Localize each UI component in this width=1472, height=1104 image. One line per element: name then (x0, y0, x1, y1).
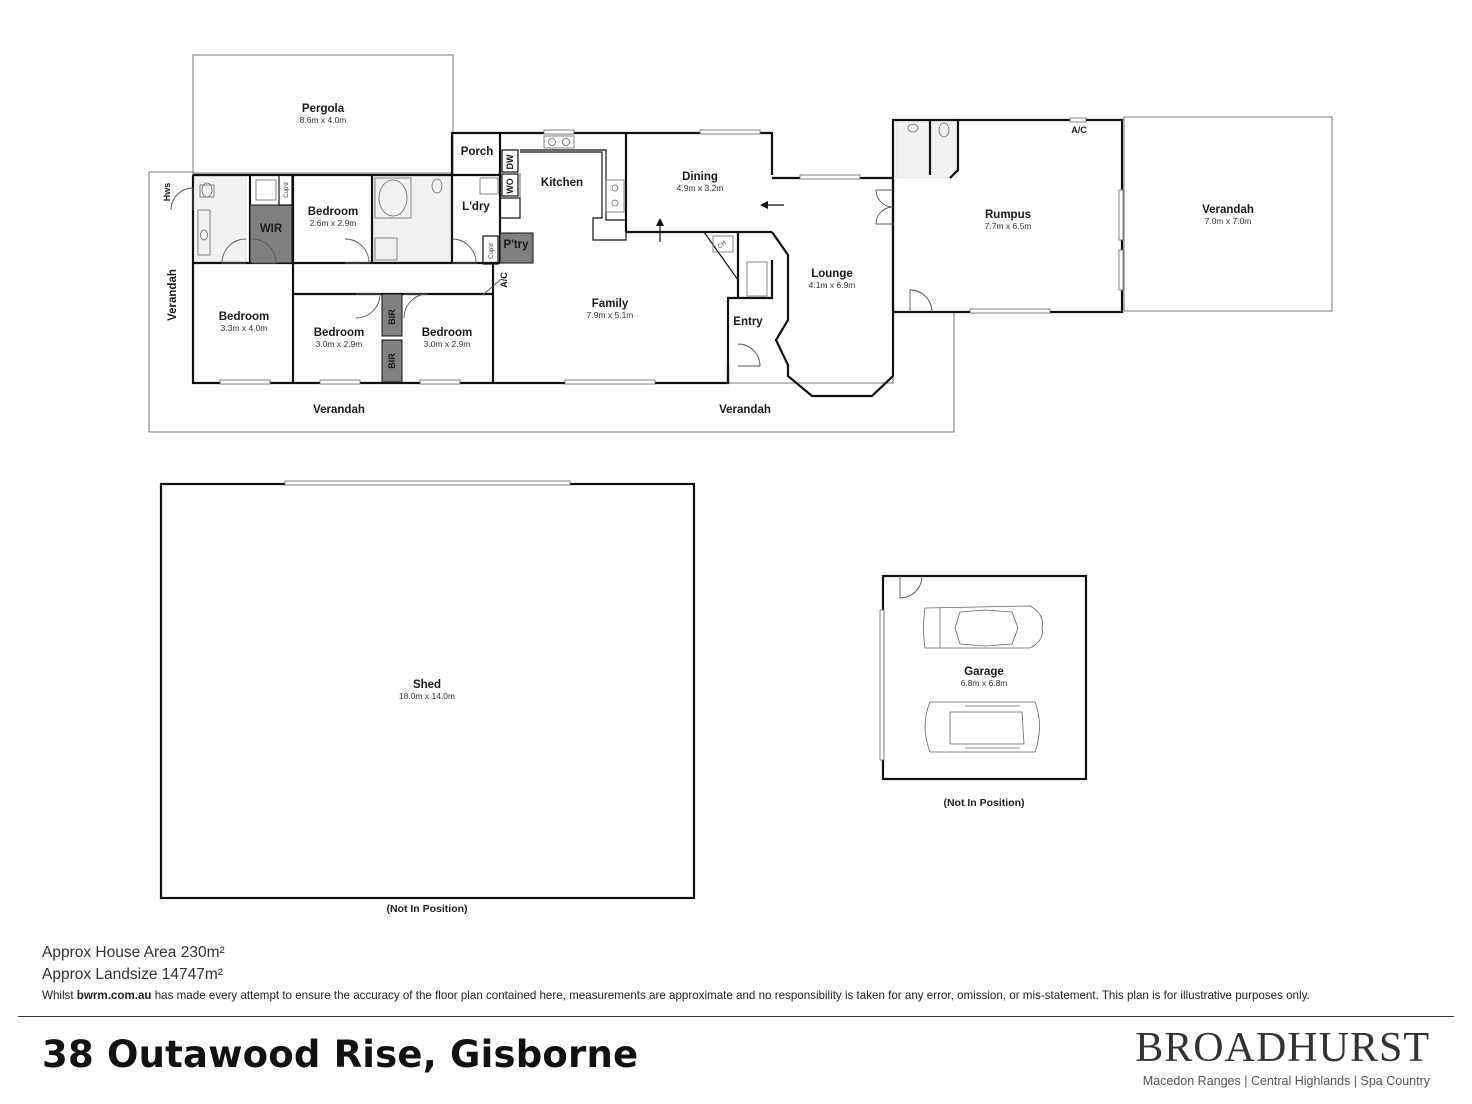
room-shed-dims: 18.0m x 14.0m (399, 691, 455, 701)
floor-plan: Pergola 8.6m x 4.0m Porch Kitchen Dining… (148, 54, 1333, 915)
room-entry-name: Entry (733, 316, 763, 328)
house-area: Approx House Area 230m² (42, 944, 225, 961)
room-pergola-name: Pergola (302, 103, 345, 115)
label-ac-2: A/C (1071, 125, 1087, 135)
brand-logo: BROADHURST Macedon Ranges | Central High… (1135, 1024, 1430, 1088)
room-bedroom-top-dims: 2.6m x 2.9m (310, 218, 357, 228)
room-bedroom-top-name: Bedroom (308, 206, 358, 218)
disclaimer-prefix: Whilst (42, 989, 77, 1002)
label-wo: WO (505, 178, 515, 194)
brand-name: BROADHURST (1135, 1025, 1430, 1071)
room-lounge-dims: 4.1m x 6.9m (809, 280, 856, 290)
garage-window (879, 609, 885, 761)
fixtures (197, 122, 950, 297)
room-labels: Pergola 8.6m x 4.0m Porch Kitchen Dining… (167, 103, 1254, 915)
shed-not-in-position: (Not In Position) (386, 903, 467, 915)
room-dining-name: Dining (682, 171, 718, 183)
room-rumpus-dims: 7.7m x 6.5m (985, 221, 1032, 231)
room-porch-name: Porch (461, 146, 494, 158)
room-dining-dims: 4.9m x 3.2m (677, 183, 724, 193)
room-bedroom-mid1-dims: 3.0m x 2.9m (316, 339, 363, 349)
label-dw: DW (505, 154, 515, 169)
label-cupd-2: Cup'd (489, 243, 495, 259)
room-family-dims: 7.9m x 5.1m (587, 310, 634, 320)
room-kitchen-name: Kitchen (541, 177, 583, 189)
room-rumpus-name: Rumpus (985, 209, 1031, 221)
room-verandah-bottom1-name: Verandah (313, 404, 365, 416)
room-laundry-name: L'dry (462, 201, 490, 213)
footer-divider (18, 1016, 1454, 1017)
pergola-outline (192, 54, 454, 174)
room-bedroom-left-dims: 3.3m x 4.0m (221, 323, 268, 333)
label-hws: Hws (162, 183, 172, 202)
label-ch: CH (717, 240, 727, 250)
joinery (249, 149, 627, 383)
room-pergola-dims: 8.6m x 4.0m (300, 115, 347, 125)
room-bedroom-left-name: Bedroom (219, 311, 269, 323)
step-arrows (656, 201, 784, 242)
room-family-name: Family (592, 298, 629, 310)
room-garage-dims: 6.8m x 6.8m (961, 678, 1008, 688)
property-address: 38 Outawood Rise, Gisborne (42, 1033, 639, 1076)
garage-door-swing (899, 575, 923, 599)
doors (170, 173, 933, 367)
room-verandah-right-dims: 7.0m x 7.0m (1205, 216, 1252, 226)
room-garage-name: Garage (964, 666, 1004, 678)
disclaimer: Whilst bwrm.com.au has made every attemp… (42, 989, 1310, 1002)
room-verandah-left-name: Verandah (167, 269, 179, 321)
room-pantry-name: P'try (503, 239, 529, 251)
shed-door (284, 480, 571, 486)
room-verandah-bottom2-name: Verandah (719, 404, 771, 416)
label-cupd-1: Cup'd (284, 182, 290, 198)
fixture-labels: Hws Cup'd Cup'd DW WO A/C A/C BIR BIR CH (162, 125, 1087, 369)
tiled-areas (195, 119, 959, 263)
room-wir-name: WIR (260, 223, 283, 235)
label-bir-2: BIR (387, 353, 397, 369)
room-bedroom-mid2-dims: 3.0m x 2.9m (424, 339, 471, 349)
label-ac-1: A/C (499, 272, 509, 288)
brand-tagline: Macedon Ranges | Central Highlands | Spa… (1142, 1074, 1430, 1088)
car-icon (923, 605, 1043, 649)
land-size: Approx Landsize 14747m² (42, 966, 223, 983)
garage-not-in-position: (Not In Position) (943, 797, 1024, 809)
disclaimer-site: bwrm.com.au (76, 989, 152, 1002)
room-bedroom-mid1-name: Bedroom (314, 327, 364, 339)
disclaimer-suffix: has made every attempt to ensure the acc… (151, 989, 1310, 1002)
room-shed-name: Shed (413, 679, 441, 691)
room-bedroom-mid2-name: Bedroom (422, 327, 472, 339)
label-bir-1: BIR (387, 309, 397, 325)
verandah-right-outline (1123, 116, 1333, 312)
room-lounge-name: Lounge (811, 268, 853, 280)
room-verandah-right-name: Verandah (1202, 204, 1254, 216)
house-walls (191, 118, 1124, 398)
windows (219, 117, 1124, 385)
suv-icon (924, 701, 1040, 753)
